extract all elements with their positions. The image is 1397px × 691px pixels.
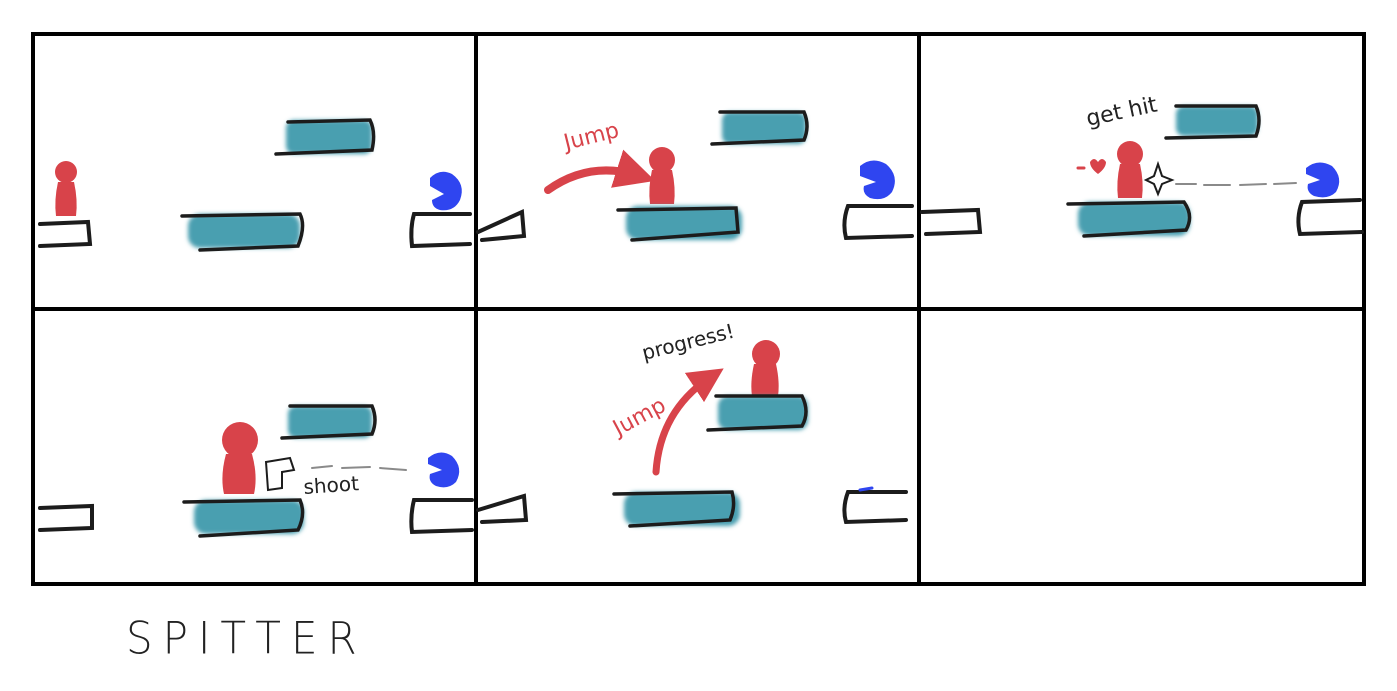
annotation-jump: Jump — [559, 118, 621, 156]
platform-outline — [182, 498, 305, 538]
projectile-trail — [311, 465, 407, 471]
platform-outline — [706, 394, 808, 432]
ledge-platform — [842, 204, 914, 241]
floating-platform — [194, 500, 304, 534]
impact-sparkle-icon — [1143, 160, 1175, 197]
platform-outline — [616, 206, 740, 242]
ledge-platform — [38, 503, 94, 532]
platform-outline — [612, 490, 736, 528]
platform-outline — [280, 404, 377, 440]
panel-2: Jump — [476, 110, 914, 242]
floating-platform — [1176, 106, 1258, 136]
player-character — [55, 161, 77, 216]
ledge-platform — [476, 209, 527, 242]
annotation-shoot: shoot — [303, 471, 360, 499]
shield-block-icon — [264, 456, 296, 492]
panel-1 — [38, 118, 472, 252]
platform-outline — [710, 110, 809, 146]
ledge-platform — [920, 207, 983, 236]
ledge-platform — [38, 219, 93, 248]
floating-platform — [626, 206, 742, 240]
spitter-enemy — [428, 452, 460, 488]
jump-arrow — [544, 149, 656, 194]
player-character — [649, 147, 675, 204]
floating-platform — [288, 406, 372, 438]
annotation-get-hit: get hit — [1084, 92, 1160, 131]
player-character — [751, 340, 780, 396]
spitter-enemy — [1306, 162, 1340, 198]
spitter-enemy — [430, 171, 462, 211]
panel-5: Jump progress! — [476, 319, 908, 528]
floating-platform — [624, 492, 740, 526]
jump-arrow — [652, 368, 724, 476]
annotation-progress: progress! — [639, 319, 736, 365]
projectile-trail — [1175, 182, 1297, 186]
ledge-platform — [842, 490, 908, 525]
platform-outline — [180, 212, 305, 252]
platform-outline — [1164, 104, 1261, 140]
platform-outline — [274, 118, 376, 156]
panel-grid — [31, 32, 1366, 586]
floating-platform — [1078, 202, 1190, 236]
floating-platform — [188, 214, 300, 248]
player-character — [1117, 141, 1143, 198]
storyboard-title: SPITTER — [126, 612, 367, 665]
enemy-remnant — [858, 486, 874, 492]
ledge-platform — [476, 493, 529, 524]
heart-icon — [1090, 159, 1106, 174]
floating-platform — [286, 120, 372, 154]
floating-platform — [722, 112, 806, 144]
player-character — [222, 422, 258, 494]
platform-outline — [1066, 200, 1192, 238]
ledge-platform — [409, 212, 472, 249]
spitter-enemy — [860, 160, 895, 200]
ledge-platform — [409, 498, 474, 535]
floating-platform — [718, 396, 808, 430]
panel-3: get hit — [920, 92, 1364, 238]
ledge-platform — [1296, 198, 1364, 237]
panel-4: shoot — [38, 404, 474, 538]
